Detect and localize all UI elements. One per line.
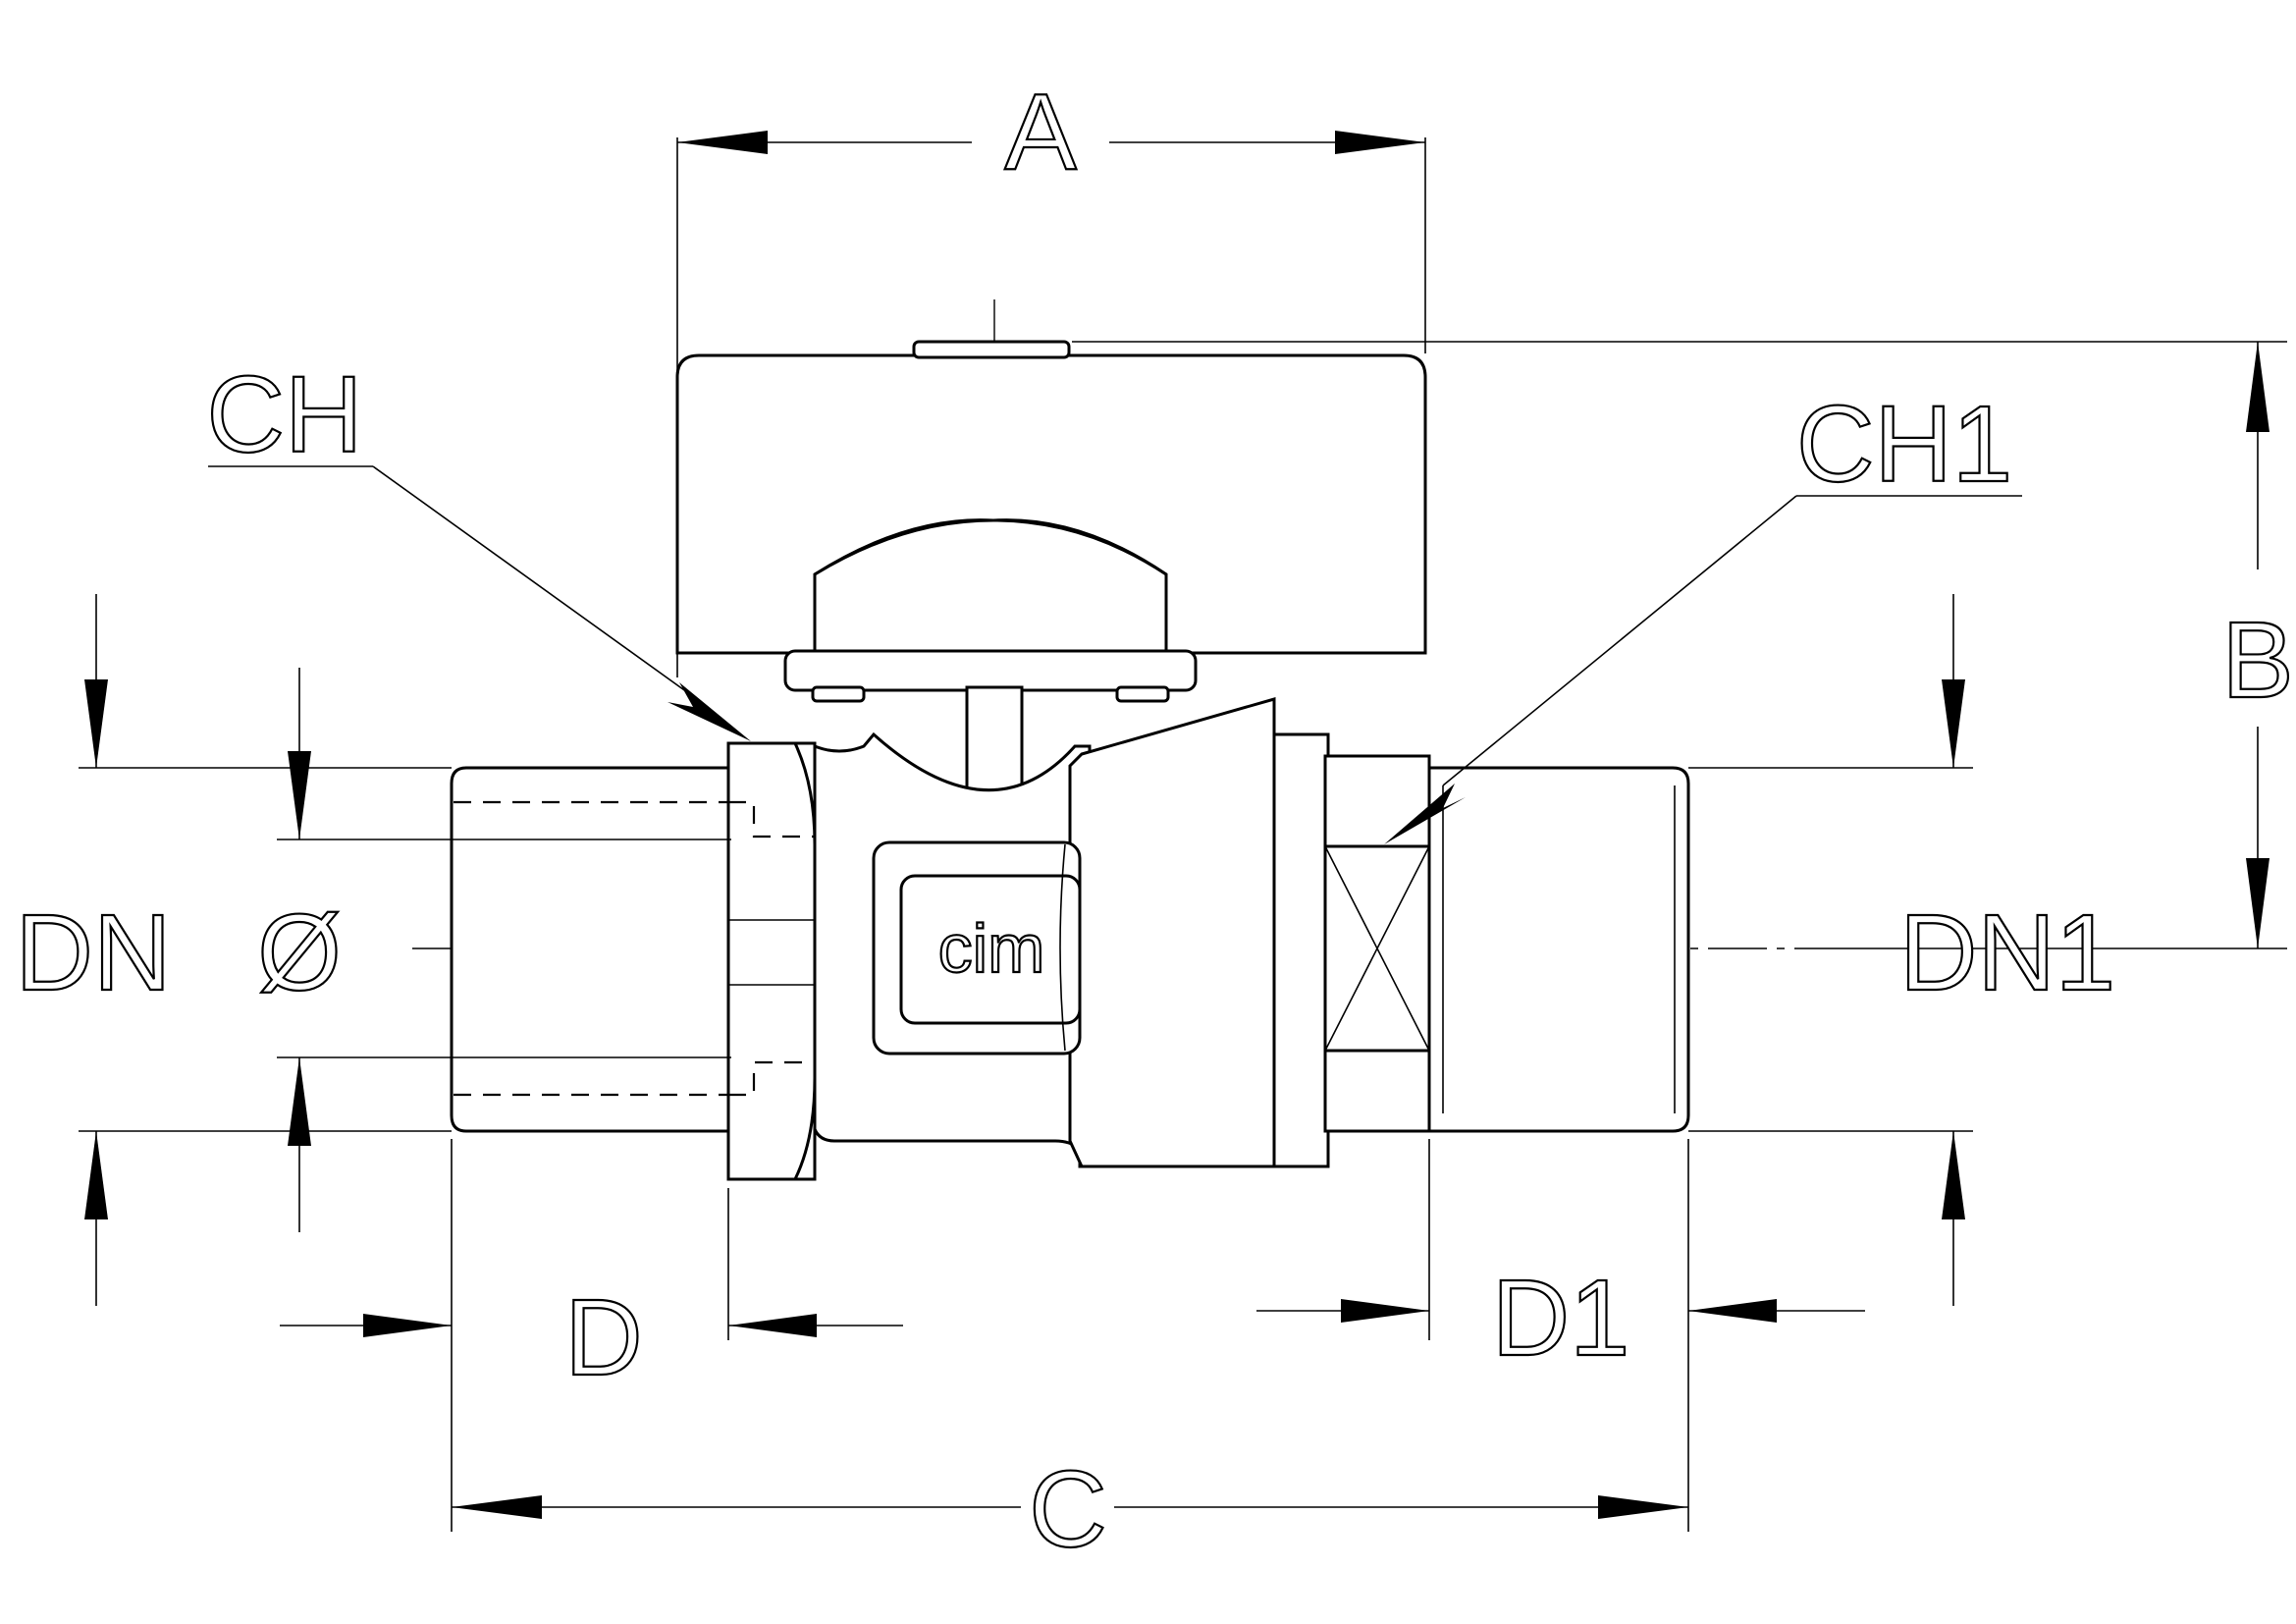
label-B: B bbox=[2221, 600, 2293, 721]
right-threaded-end bbox=[1427, 766, 1690, 1133]
label-C: C bbox=[1029, 1449, 1106, 1570]
right-hex-body bbox=[1272, 732, 1431, 1168]
dimension-labels: A B C D D1 CH CH1 DN Ø DN1 cim bbox=[14, 71, 2294, 1571]
extension-lines bbox=[79, 137, 2287, 1532]
label-CH1: CH1 bbox=[1796, 384, 2012, 505]
dimension-lines bbox=[84, 131, 2269, 1519]
left-hex-nut bbox=[726, 741, 817, 1181]
leader-lines bbox=[208, 465, 2022, 844]
valve-body bbox=[813, 697, 1276, 1168]
label-A: A bbox=[1004, 72, 1077, 192]
label-DN: DN bbox=[16, 893, 172, 1013]
label-diameter: Ø bbox=[257, 893, 342, 1013]
label-DN1: DN1 bbox=[1899, 893, 2115, 1013]
label-CH: CH bbox=[207, 354, 363, 475]
logo-cim: cim bbox=[938, 910, 1045, 987]
left-threaded-end bbox=[450, 766, 731, 1133]
valve-handle bbox=[675, 340, 1427, 797]
label-D: D bbox=[564, 1277, 642, 1398]
label-D1: D1 bbox=[1492, 1258, 1630, 1379]
